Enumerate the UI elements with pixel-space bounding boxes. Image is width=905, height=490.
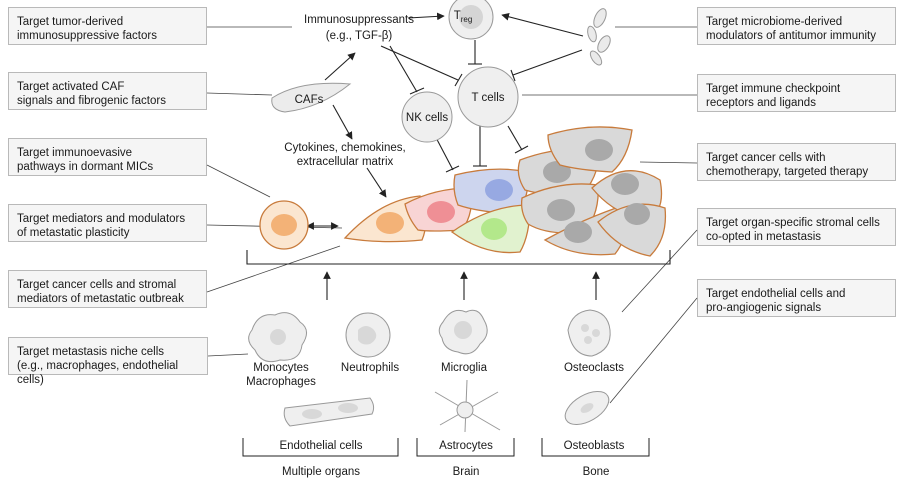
label-immunosuppressants: Immunosuppressants — [304, 14, 414, 26]
endothelial-cell-tube — [283, 397, 375, 427]
target-box-tumor-derived-factors: Target tumor-derived immunosuppressive f… — [8, 7, 207, 45]
target-box-immune-checkpoint: Target immune checkpoint receptors and l… — [697, 74, 896, 112]
microglia-cell — [438, 309, 488, 355]
label-astrocytes: Astrocytes — [439, 440, 493, 452]
label-bone: Bone — [583, 466, 610, 478]
target-box-caf-signals: Target activated CAF signals and fibroge… — [8, 72, 207, 110]
microbiome-bacteria-icon — [587, 8, 611, 66]
label-cafs: CAFs — [295, 94, 324, 106]
osteoblast-cell — [564, 391, 610, 425]
target-box-endothelial-angiogenic: Target endothelial cells and pro-angioge… — [697, 279, 896, 317]
label-neutrophils: Neutrophils — [341, 362, 399, 374]
target-box-immunoevasive-pathways: Target immunoevasive pathways in dormant… — [8, 138, 207, 176]
box-text-line: Target endothelial cells and — [706, 288, 846, 300]
label-multiple-organs: Multiple organs — [282, 466, 360, 478]
box-text-line: Target cancer cells and stromal — [17, 279, 177, 291]
box-text-line: pathways in dormant MICs — [17, 161, 154, 173]
label-macrophages: Macrophages — [246, 376, 316, 388]
treg-cell — [448, 0, 494, 40]
tumor-cell-cluster — [343, 126, 667, 257]
label-osteoclasts: Osteoclasts — [564, 362, 624, 374]
inhibition-lines — [380, 40, 583, 173]
label-tgf-beta: (e.g., TGF-β) — [326, 30, 393, 42]
target-box-metastatic-plasticity: Target mediators and modulators of metas… — [8, 204, 207, 242]
neutrophil-cell — [345, 312, 391, 358]
box-text-line: Target immunoevasive — [17, 147, 133, 159]
label-brain: Brain — [453, 466, 480, 478]
label-nk-cells: NK cells — [406, 112, 448, 124]
box-text-line: modulators of antitumor immunity — [706, 30, 877, 42]
box-text-line: chemotherapy, targeted therapy — [706, 166, 869, 178]
box-text-line: signals and fibrogenic factors — [17, 95, 166, 107]
osteoclast-cell — [567, 309, 611, 357]
box-text-line: Target mediators and modulators — [17, 213, 186, 225]
box-text-line: Target activated CAF — [17, 81, 125, 93]
target-box-metastatic-outbreak: Target cancer cells and stromal mediator… — [8, 270, 207, 308]
box-text-line: mediators of metastatic outbreak — [17, 293, 184, 305]
t-cell — [457, 66, 519, 128]
box-text-line: co-opted in metastasis — [706, 231, 822, 243]
box-text-line: immunosuppressive factors — [17, 30, 157, 42]
target-box-stromal-cells: Target organ-specific stromal cells co-o… — [697, 208, 896, 246]
box-text-line: receptors and ligands — [706, 97, 816, 109]
signal-arrows — [306, 12, 600, 300]
caf-cell — [271, 82, 352, 113]
tumor-bracket — [246, 250, 671, 265]
box-text-line: of metastatic plasticity — [17, 227, 130, 239]
label-monocytes: Monocytes — [253, 362, 309, 374]
box-text-line: Target immune checkpoint — [706, 83, 841, 95]
box-text-line: (e.g., macrophages, endothelial cells) — [17, 360, 179, 386]
macrophage-cell — [248, 312, 307, 363]
label-treg: Treg — [454, 10, 473, 24]
box-text-line: Target tumor-derived — [17, 16, 124, 28]
box-text-line: Target metastasis niche cells — [17, 346, 165, 358]
box-text-line: Target microbiome-derived — [706, 16, 843, 28]
label-cytokines: Cytokines, chemokines, — [284, 142, 405, 154]
label-microglia: Microglia — [441, 362, 488, 374]
box-text-line: Target organ-specific stromal cells — [706, 217, 880, 229]
label-endothelial-cells: Endothelial cells — [279, 440, 362, 452]
box-text-line: pro-angiogenic signals — [706, 302, 822, 314]
astrocyte-cell — [434, 379, 501, 433]
label-osteoblasts: Osteoblasts — [564, 440, 625, 452]
target-box-niche-cells: Target metastasis niche cells (e.g., mac… — [8, 337, 208, 386]
target-box-microbiome-modulators: Target microbiome-derived modulators of … — [697, 7, 896, 45]
box-text-line: Target cancer cells with — [706, 152, 826, 164]
label-t-cells: T cells — [471, 92, 504, 104]
organ-brackets — [242, 438, 650, 457]
label-extracellular-matrix: extracellular matrix — [297, 156, 394, 168]
nk-cell — [401, 91, 453, 143]
dormant-mic-cell — [259, 200, 309, 250]
target-box-chemotherapy: Target cancer cells with chemotherapy, t… — [697, 143, 896, 181]
